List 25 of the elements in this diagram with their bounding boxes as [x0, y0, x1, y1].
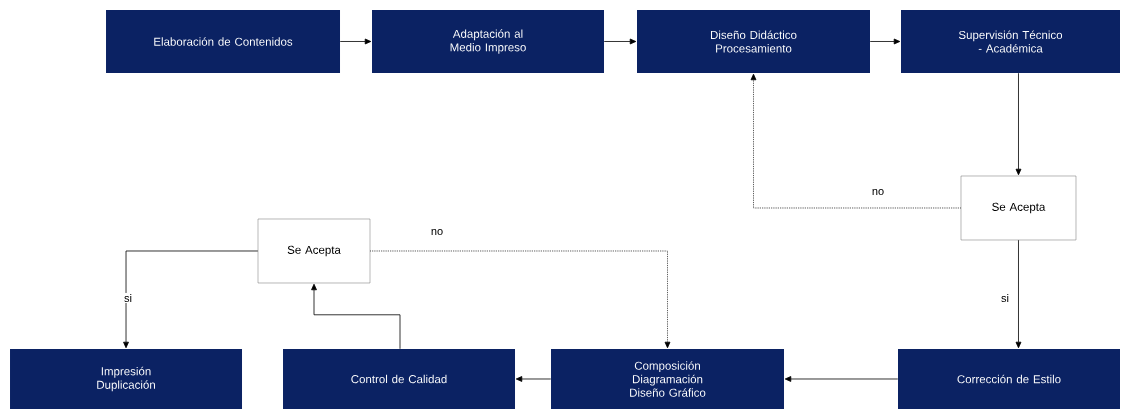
process-box: Impresión Duplicación — [10, 349, 242, 409]
process-box: Supervisión Técnico - Académica — [901, 10, 1120, 73]
process-box: Adaptación al Medio Impreso — [372, 10, 604, 73]
arrow — [869, 38, 901, 45]
decision-box: Se Acepta — [960, 175, 1077, 241]
arrow — [750, 73, 962, 209]
arrow — [1015, 72, 1022, 176]
arrow — [339, 38, 372, 45]
decision-box: Se Acepta — [257, 218, 371, 284]
process-box: Corrección de Estilo — [898, 349, 1120, 409]
arrow — [784, 376, 899, 382]
process-box: Control de Calidad — [283, 349, 515, 409]
process-box: Diseño Didáctico Procesamiento — [637, 10, 870, 73]
edge-label: si — [123, 292, 133, 303]
arrow — [123, 250, 259, 349]
edge-label: si — [1000, 292, 1010, 303]
process-box: Elaboración de Contenidos — [106, 10, 340, 73]
edge-label: no — [870, 188, 886, 196]
process-box: Composición Diagramación Diseño Gráfico — [551, 349, 784, 409]
arrow — [515, 376, 552, 382]
arrow — [311, 283, 401, 350]
edge-label: no — [429, 227, 445, 236]
arrow — [369, 250, 671, 349]
arrow — [603, 38, 637, 45]
arrow — [1015, 239, 1022, 349]
